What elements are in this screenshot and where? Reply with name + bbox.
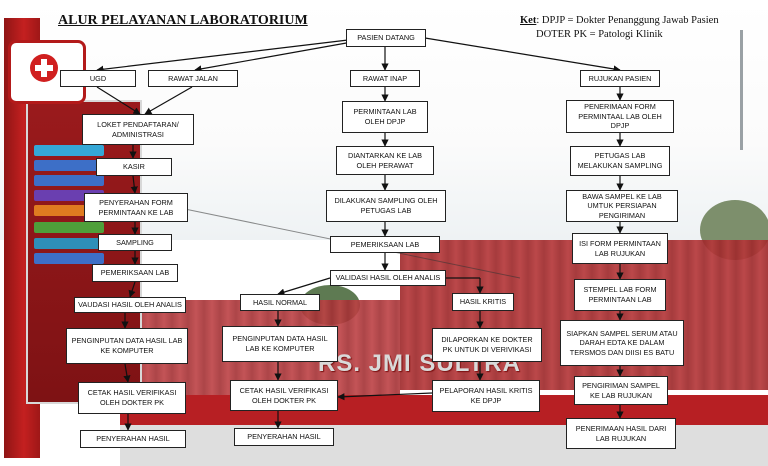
- node-petugas-sampling: PETUGAS LAB MELAKUKAN SAMPLING: [570, 146, 670, 176]
- node-diantarkan-ke-lab: DIANTARKAN KE LAB OLEH PERAWAT: [336, 146, 434, 175]
- node-dilaporkan-dokter-pk: DILAPORKAN KE DOKTER PK UNTUK DI VERIVIK…: [432, 328, 542, 362]
- node-bawa-sampel: BAWA SAMPEL KE LAB UMTUK PERSIAPAN PENGI…: [566, 190, 678, 222]
- legend: Ket: DPJP = Dokter Penanggung Jawab Pasi…: [520, 14, 719, 42]
- board-stripe: [34, 175, 104, 186]
- node-penginputan-mid: PENGINPUTAN DATA HASIL LAB KE KOMPUTER: [222, 326, 338, 362]
- board-stripe: [34, 205, 104, 216]
- node-ugd: UGD: [60, 70, 136, 87]
- node-pemeriksaan-lab-mid: PEMERIKSAAN LAB: [330, 236, 440, 253]
- node-cetak-hasil-mid: CETAK HASIL VERIFIKASI OLEH DOKTER PK: [230, 380, 338, 411]
- board-stripe: [34, 190, 104, 201]
- node-loket-pendaftaran: LOKET PENDAFTARAN/ ADMINISTRASI: [82, 114, 194, 145]
- node-isi-form-rujukan: ISI FORM PERMINTAAN LAB RUJUKAN: [572, 233, 668, 264]
- legend-line-2: DOTER PK = Patologi Klinik: [536, 29, 663, 40]
- node-validasi-hasil: VALIDASI HASIL OLEH ANALIS: [330, 270, 446, 286]
- board-stripe: [34, 145, 104, 156]
- node-penyerahan-hasil-mid: PENYERAHAN HASIL: [234, 428, 334, 446]
- node-pasien-datang: PASIEN DATANG: [346, 29, 426, 47]
- node-rawat-inap: RAWAT INAP: [350, 70, 420, 87]
- page-title: ALUR PELAYANAN LABORATORIUM: [58, 13, 308, 28]
- node-siapkan-sampel: SIAPKAN SAMPEL SERUM ATAU DARAH EDTA KE …: [560, 320, 684, 366]
- node-penerimaan-hasil-rujukan: PENERIMAAN HASIL DARI LAB RUJUKAN: [566, 418, 676, 449]
- node-pemeriksaan-lab-left: PEMERIKSAAN LAB: [92, 264, 178, 282]
- node-permintaan-lab-dpjp: PERMINTAAN LAB OLEH DPJP: [342, 101, 428, 133]
- node-sampling: SAMPLING: [98, 234, 172, 251]
- node-hasil-kritis: HASIL KRITIS: [452, 293, 514, 311]
- board-stripe: [34, 160, 104, 171]
- board-stripe: [34, 238, 104, 249]
- red-cross-icon: [30, 54, 58, 82]
- lamp-pole: [740, 30, 743, 150]
- node-dilakukan-sampling: DILAKUKAN SAMPLING OLEH PETUGAS LAB: [326, 190, 446, 222]
- node-cetak-hasil-left: CETAK HASIL VERIFIKASI OLEH DOKTER PK: [78, 382, 186, 414]
- node-hasil-normal: HASIL NORMAL: [240, 294, 320, 311]
- node-stempel-lab: STEMPEL LAB FORM PERMINTAAN LAB: [574, 279, 666, 311]
- legend-line-1: : DPJP = Dokter Penanggung Jawab Pasien: [536, 15, 719, 26]
- node-penginputan-left: PENGINPUTAN DATA HASIL LAB KE KOMPUTER: [66, 328, 188, 364]
- node-pelaporan-hasil-kritis: PELAPORAN HASIL KRITIS KE DPJP: [432, 380, 540, 412]
- node-penerimaan-form: PENERIMAAN FORM PERMINTAAL LAB OLEH DPJP: [566, 100, 674, 133]
- legend-prefix: Ket: [520, 15, 537, 26]
- board-stripe: [34, 222, 104, 233]
- node-pengiriman-sampel: PENGIRIMAN SAMPEL KE LAB RUJUKAN: [574, 376, 668, 405]
- node-rawat-jalan: RAWAT JALAN: [148, 70, 238, 87]
- node-kasir: KASIR: [96, 158, 172, 176]
- node-rujukan-pasien: RUJUKAN PASIEN: [580, 70, 660, 87]
- node-vaudasi-hasil: VAUDASI HASIL OLEH ANALIS: [74, 297, 186, 313]
- node-penyerahan-form: PENYERAHAN FORM PERMINTAAN KE LAB: [84, 193, 188, 222]
- board-stripe: [34, 253, 104, 264]
- node-penyerahan-hasil-left: PENYERAHAN HASIL: [80, 430, 186, 448]
